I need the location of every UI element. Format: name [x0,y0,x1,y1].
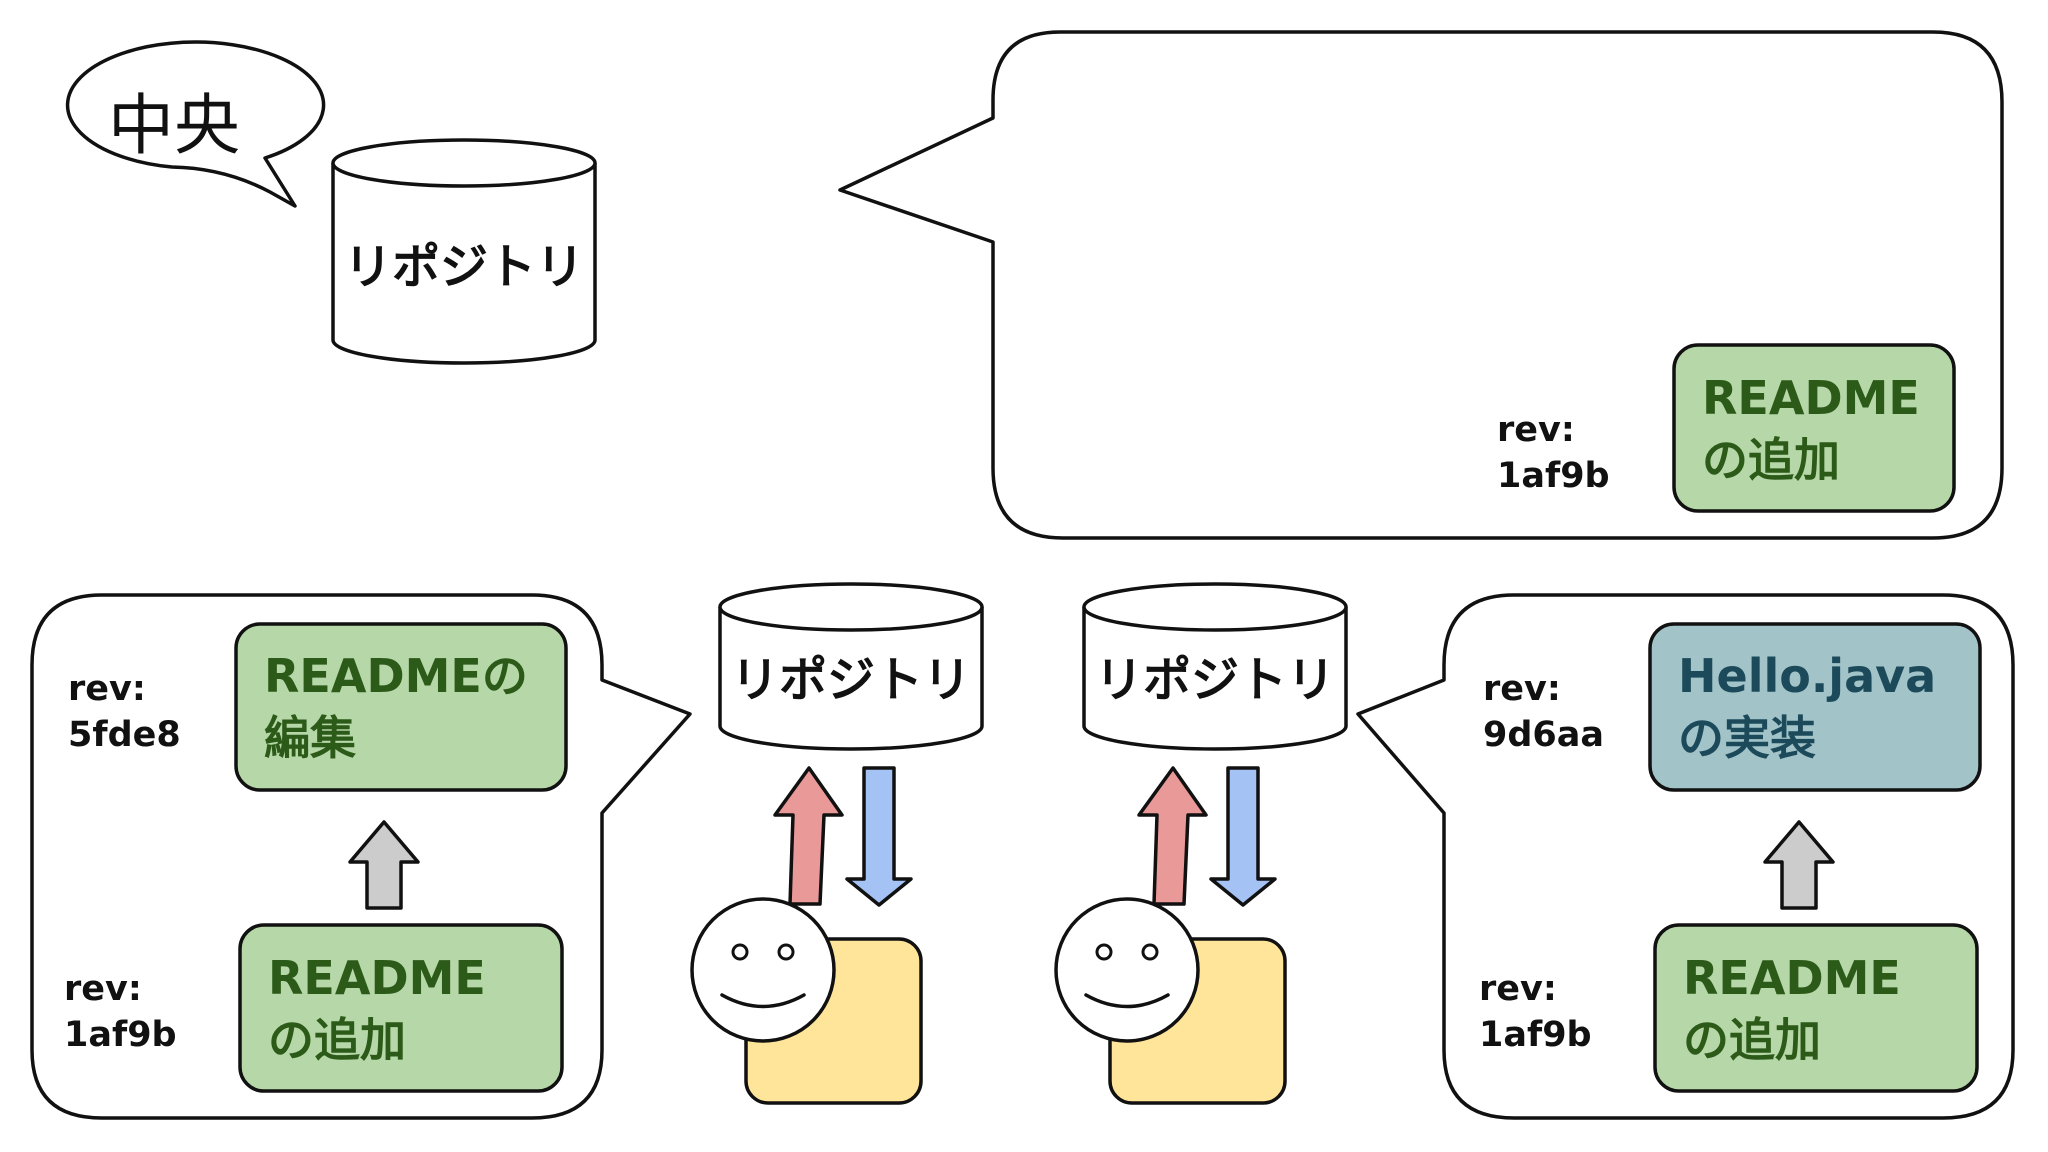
right-commit-top-line-1: Hello.java [1678,649,1936,703]
right-commit-bottom-line-2: の追加 [1683,1013,1821,1067]
right-rev-id-top: 9d6aa [1483,715,1604,755]
right-rev-id-bottom: 1af9b [1479,1015,1592,1055]
left-pull-arrow [845,766,913,907]
central-commit-line-2: の追加 [1702,433,1840,487]
left-rev-label-top: rev:5fde8 [68,669,181,755]
left-commit-top-line-2: 編集 [264,711,356,765]
right-commit-bottom-line-1: README [1683,951,1901,1005]
left-commit-card-top: READMEの編集 [234,622,568,792]
central-rev-id: 1af9b [1497,456,1610,496]
left-rev-label-bottom: rev:1af9b [64,969,177,1055]
right-parent-arrow [1763,820,1835,910]
left-history-callout: rev:5fde8 READMEの編集 rev:1af9b README の追加 [30,593,692,1120]
left-repository: リポジトリ [718,582,984,751]
left-repository-label: リポジトリ [731,652,971,708]
left-rev-id-top: 5fde8 [68,715,181,755]
right-repository: リポジトリ [1082,582,1348,751]
left-parent-arrow [348,820,420,910]
central-history-callout: rev:1af9b README の追加 [838,30,2004,540]
left-commit-bottom-line-1: README [268,951,486,1005]
left-commit-bottom-line-2: の追加 [268,1013,406,1067]
central-commit-card: README の追加 [1672,343,1956,513]
left-commit-card-bottom: README の追加 [238,923,564,1093]
right-push-arrow [1137,766,1208,906]
central-rev-label: rev:1af9b [1497,410,1610,496]
svg-text:READMEの編集: READMEの編集 [264,649,528,765]
central-commit-line-1: README [1702,371,1920,425]
left-rev-id-bottom: 1af9b [64,1015,177,1055]
right-repository-label: リポジトリ [1095,652,1335,708]
right-history-callout: rev:9d6aa Hello.java の実装 rev:1af9b README… [1356,593,2015,1120]
left-push-arrow [773,766,844,906]
right-rev-label-top: rev:9d6aa [1483,669,1604,755]
right-user-icon [1054,897,1287,1105]
left-user-icon [690,897,923,1105]
right-commit-card-top: Hello.java の実装 [1648,622,1982,792]
central-repository: リポジトリ [331,138,597,365]
right-commit-card-bottom: README の追加 [1653,923,1979,1093]
right-commit-top-line-2: の実装 [1678,711,1816,765]
left-commit-top-line-1: READMEの [264,649,528,703]
right-rev-label-bottom: rev:1af9b [1479,969,1592,1055]
central-speech-bubble: 中央 [65,40,326,208]
central-repository-label: リポジトリ [344,239,584,295]
central-speech-label: 中央 [108,87,240,164]
right-pull-arrow [1209,766,1277,907]
